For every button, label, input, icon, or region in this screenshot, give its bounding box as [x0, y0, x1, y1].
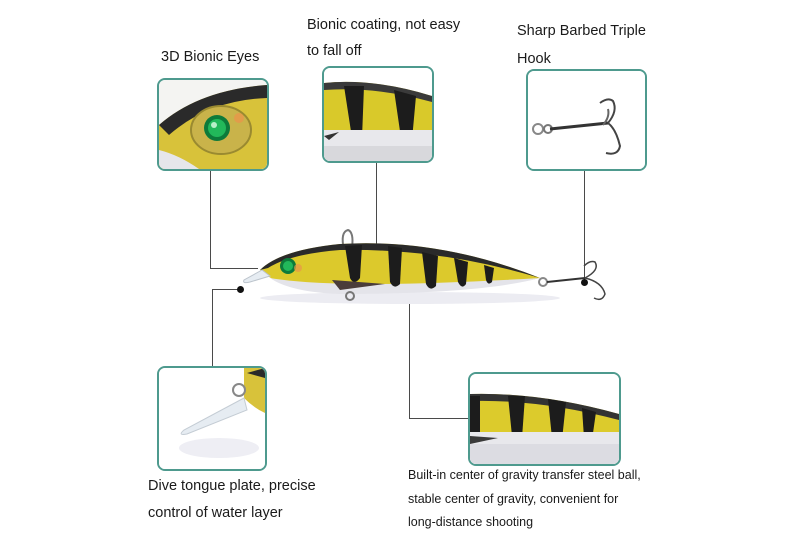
gravity-label-line2: stable center of gravity, convenient for: [408, 492, 619, 506]
gravity-leader-horizontal: [409, 418, 468, 419]
hook-leader-vertical: [584, 170, 585, 282]
coating-label-line1: Bionic coating, not easy: [307, 17, 461, 33]
eye-closeup-image: [159, 80, 267, 169]
tongue-label-line1: Dive tongue plate, precise: [148, 478, 316, 494]
dive-tongue-closeup-image: [159, 368, 265, 469]
tongue-label-line2: control of water layer: [148, 505, 283, 521]
gravity-detail-frame: [468, 372, 621, 466]
gravity-leader-vertical: [409, 270, 410, 418]
eyes-leader-vertical: [210, 170, 211, 268]
gravity-label-line1: Built-in center of gravity transfer stee…: [408, 468, 641, 482]
eyes-detail-frame: [157, 78, 269, 171]
eyes-label: 3D Bionic Eyes: [161, 49, 260, 65]
hook-label-line1: Sharp Barbed Triple: [517, 23, 646, 39]
hook-leader-dot: [581, 279, 588, 286]
tongue-leader-vertical: [212, 289, 213, 366]
coating-closeup-image: [324, 68, 432, 161]
eyes-leader-horizontal: [210, 268, 258, 269]
tongue-leader-horizontal: [212, 289, 240, 290]
coating-detail-frame: [322, 66, 434, 163]
tongue-detail-frame: [157, 366, 267, 471]
gravity-closeup-image: [470, 374, 619, 464]
tongue-leader-dot: [237, 286, 244, 293]
coating-leader-vertical: [376, 162, 377, 266]
gravity-label-line3: long-distance shooting: [408, 515, 534, 529]
coating-label-line2: to fall off: [307, 43, 362, 59]
main-lure-image: [240, 220, 640, 310]
hook-detail-frame: [526, 69, 647, 171]
triple-hook-closeup-image: [528, 71, 645, 169]
hook-label-line2: Hook: [517, 51, 551, 67]
